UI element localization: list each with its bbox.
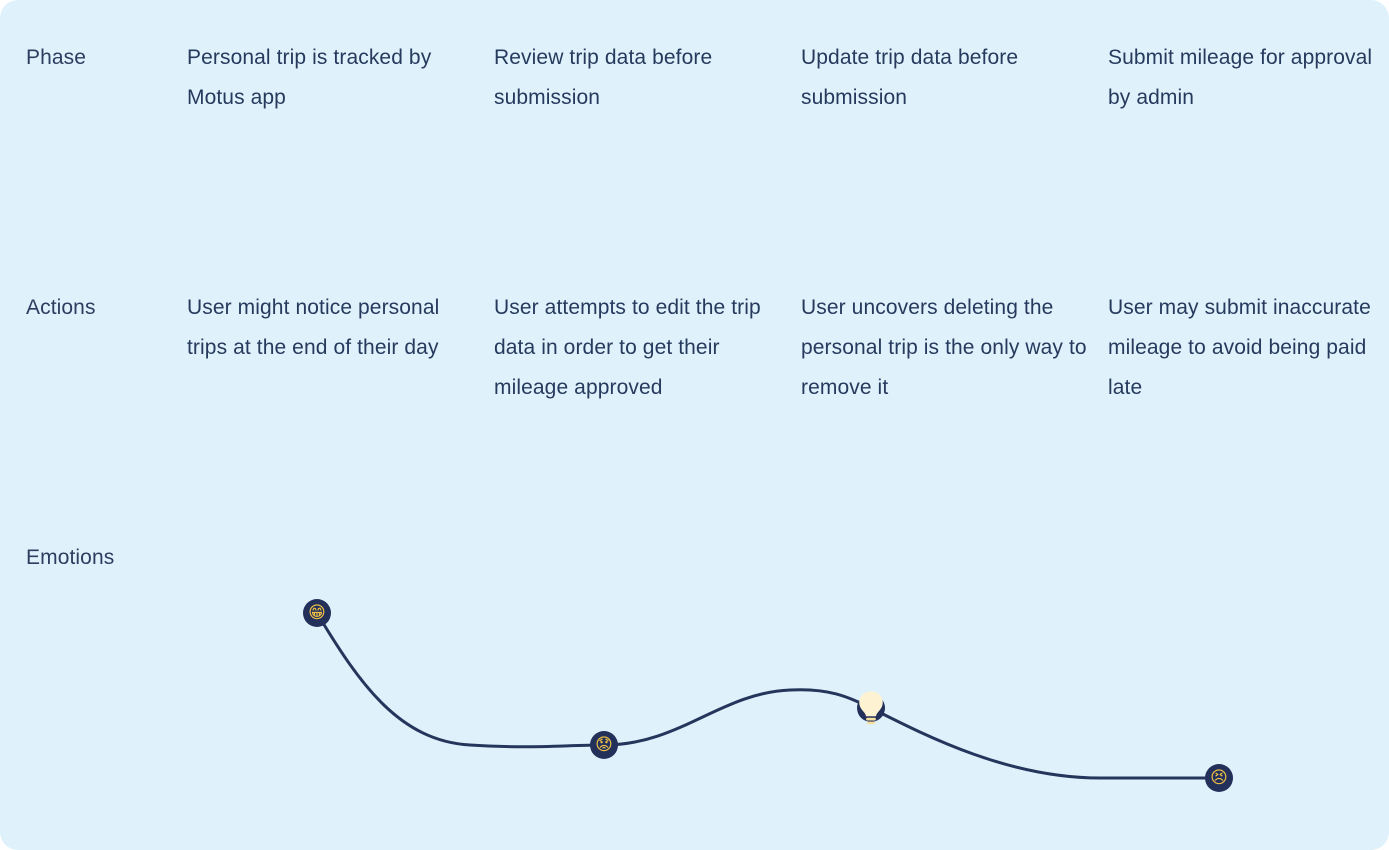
- actions-cell-2: User attempts to edit the trip data in o…: [494, 296, 761, 399]
- emotion-marker-2[interactable]: 😟: [590, 731, 618, 759]
- grinning-face-emoji: 😁: [308, 602, 326, 623]
- actions-cell-1: User might notice personal trips at the …: [187, 296, 440, 359]
- phase-cell-2: Review trip data before submission: [494, 46, 713, 109]
- emotion-curve-path: [315, 611, 1221, 780]
- phase-cell-4: Submit mileage for approval by admin: [1108, 46, 1373, 109]
- weary-face-emoji: 😣: [1210, 767, 1228, 788]
- phase-row-label: Phase: [26, 46, 87, 69]
- actions-row-label: Actions: [26, 296, 96, 319]
- phase-cell-3: Update trip data before submission: [801, 46, 1019, 109]
- actions-cell-3: User uncovers deleting the personal trip…: [801, 296, 1087, 399]
- emotion-curve-svg: [315, 611, 1221, 780]
- frowning-face-emoji: 😟: [595, 734, 613, 755]
- emotion-marker-1[interactable]: 😁: [303, 599, 331, 627]
- emotion-curve-chart: 😁 😟 😣: [0, 575, 1389, 825]
- emotions-row-label: Emotions: [26, 546, 115, 569]
- actions-cell-4: User may submit inaccurate mileage to av…: [1108, 296, 1371, 399]
- emotion-marker-3[interactable]: [857, 691, 885, 725]
- lightbulb-icon: [859, 691, 883, 725]
- phase-cell-1: Personal trip is tracked by Motus app: [187, 46, 432, 109]
- emotion-marker-4[interactable]: 😣: [1205, 764, 1233, 792]
